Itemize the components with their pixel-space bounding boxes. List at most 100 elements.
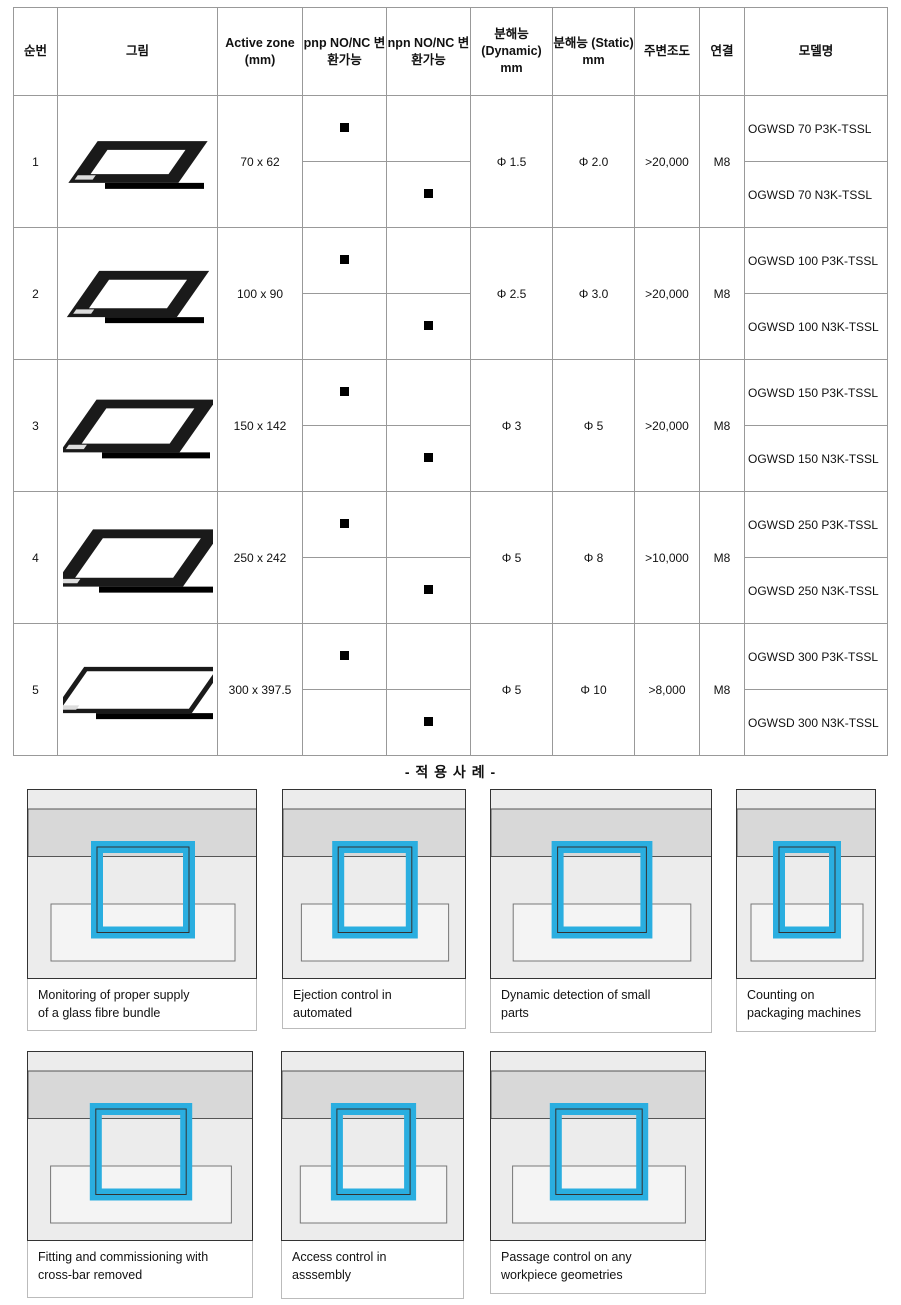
application-illustration: [490, 789, 712, 979]
model-name: OGWSD 250 P3K-TSSL: [744, 491, 888, 558]
npn-empty: [386, 95, 471, 162]
row-number: 4: [13, 491, 58, 624]
pnp-mark: [302, 491, 387, 558]
npn-mark: [386, 689, 471, 756]
application-example: Dynamic detection of small parts: [490, 789, 712, 1033]
dynamic-resolution: Φ 5: [470, 491, 553, 624]
table-row: 4 250 x 242 Φ 5 Φ 8 >10,000 M8 OGWSD 250…: [13, 491, 888, 624]
static-resolution: Φ 10: [552, 623, 635, 756]
npn-mark: [386, 557, 471, 624]
dynamic-resolution: Φ 1.5: [470, 95, 553, 228]
pnp-mark: [302, 95, 387, 162]
row-number: 3: [13, 359, 58, 492]
application-caption: Passage control on any workpiece geometri…: [490, 1241, 706, 1294]
caption-line: Passage control on any: [501, 1250, 632, 1264]
model-name: OGWSD 70 N3K-TSSL: [744, 161, 888, 228]
product-image: [57, 227, 218, 360]
pnp-mark: [302, 227, 387, 294]
column-header: 분해능 (Static) mm: [552, 7, 635, 96]
column-header: Active zone (mm): [217, 7, 303, 96]
caption-line: asssembly: [292, 1268, 352, 1282]
table-row: 2 100 x 90 Φ 2.5 Φ 3.0 >20,000 M8 OGWSD …: [13, 227, 888, 360]
npn-empty: [386, 491, 471, 558]
application-illustration: [490, 1051, 706, 1241]
dynamic-resolution: Φ 3: [470, 359, 553, 492]
dynamic-resolution: Φ 5: [470, 623, 553, 756]
npn-mark: [386, 425, 471, 492]
application-illustration: [27, 789, 257, 979]
connection: M8: [699, 623, 745, 756]
connection: M8: [699, 95, 745, 228]
caption-line: of a glass fibre bundle: [38, 1006, 161, 1020]
active-zone: 100 x 90: [217, 227, 303, 360]
pnp-empty: [302, 557, 387, 624]
caption-line: workpiece geometries: [501, 1268, 623, 1282]
model-name: OGWSD 150 N3K-TSSL: [744, 425, 888, 492]
dynamic-resolution: Φ 2.5: [470, 227, 553, 360]
pnp-empty: [302, 161, 387, 228]
pnp-empty: [302, 293, 387, 360]
ambient-light: >20,000: [634, 227, 700, 360]
model-name: OGWSD 150 P3K-TSSL: [744, 359, 888, 426]
caption-line: Ejection control in: [293, 988, 392, 1002]
table-row: 1 70 x 62 Φ 1.5 Φ 2.0 >20,000 M8 OGWSD 7…: [13, 95, 888, 228]
product-image: [57, 491, 218, 624]
npn-mark: [386, 161, 471, 228]
table-row: 5 300 x 397.5 Φ 5 Φ 10 >8,000 M8 OGWSD 3…: [13, 623, 888, 756]
caption-line: Access control in: [292, 1250, 387, 1264]
application-illustration: [282, 789, 466, 979]
table-row: OGWSD 250 N3K-TSSL: [14, 557, 888, 624]
product-image: [57, 95, 218, 228]
column-header: 주변조도: [634, 7, 700, 96]
column-header: npn NO/NC 변환가능: [386, 7, 471, 96]
static-resolution: Φ 8: [552, 491, 635, 624]
caption-line: Dynamic detection of small: [501, 988, 651, 1002]
caption-line: parts: [501, 1006, 529, 1020]
pnp-empty: [302, 425, 387, 492]
product-image: [57, 623, 218, 756]
row-number: 1: [13, 95, 58, 228]
column-header: 순번: [13, 7, 58, 96]
application-caption: Counting on packaging machines: [736, 979, 876, 1032]
ambient-light: >20,000: [634, 359, 700, 492]
caption-line: packaging machines: [747, 1006, 861, 1020]
model-name: OGWSD 70 P3K-TSSL: [744, 95, 888, 162]
column-header: 연결: [699, 7, 745, 96]
row-number: 2: [13, 227, 58, 360]
application-illustration: [281, 1051, 464, 1241]
application-caption: Access control in asssembly: [281, 1241, 464, 1299]
pnp-mark: [302, 623, 387, 690]
application-illustration: [736, 789, 876, 979]
static-resolution: Φ 5: [552, 359, 635, 492]
active-zone: 250 x 242: [217, 491, 303, 624]
column-header: 분해능 (Dynamic) mm: [470, 7, 553, 96]
active-zone: 70 x 62: [217, 95, 303, 228]
static-resolution: Φ 2.0: [552, 95, 635, 228]
npn-empty: [386, 227, 471, 294]
active-zone: 150 x 142: [217, 359, 303, 492]
table-row: OGWSD 300 N3K-TSSL: [14, 689, 888, 756]
model-name: OGWSD 100 N3K-TSSL: [744, 293, 888, 360]
static-resolution: Φ 3.0: [552, 227, 635, 360]
table-row: 3 150 x 142 Φ 3 Φ 5 >20,000 M8 OGWSD 150…: [13, 359, 888, 492]
model-name: OGWSD 100 P3K-TSSL: [744, 227, 888, 294]
column-header: 그림: [57, 7, 218, 96]
application-caption: Dynamic detection of small parts: [490, 979, 712, 1033]
model-name: OGWSD 300 N3K-TSSL: [744, 689, 888, 756]
section-title: - 적 용 사 례 -: [404, 764, 497, 780]
caption-line: Counting on: [747, 988, 815, 1002]
table-row: OGWSD 100 N3K-TSSL: [14, 293, 888, 360]
active-zone: 300 x 397.5: [217, 623, 303, 756]
pnp-empty: [302, 689, 387, 756]
ambient-light: >10,000: [634, 491, 700, 624]
ambient-light: >8,000: [634, 623, 700, 756]
connection: M8: [699, 491, 745, 624]
application-example: Counting on packaging machines: [736, 789, 876, 1032]
row-number: 5: [13, 623, 58, 756]
caption-line: cross-bar removed: [38, 1268, 143, 1282]
